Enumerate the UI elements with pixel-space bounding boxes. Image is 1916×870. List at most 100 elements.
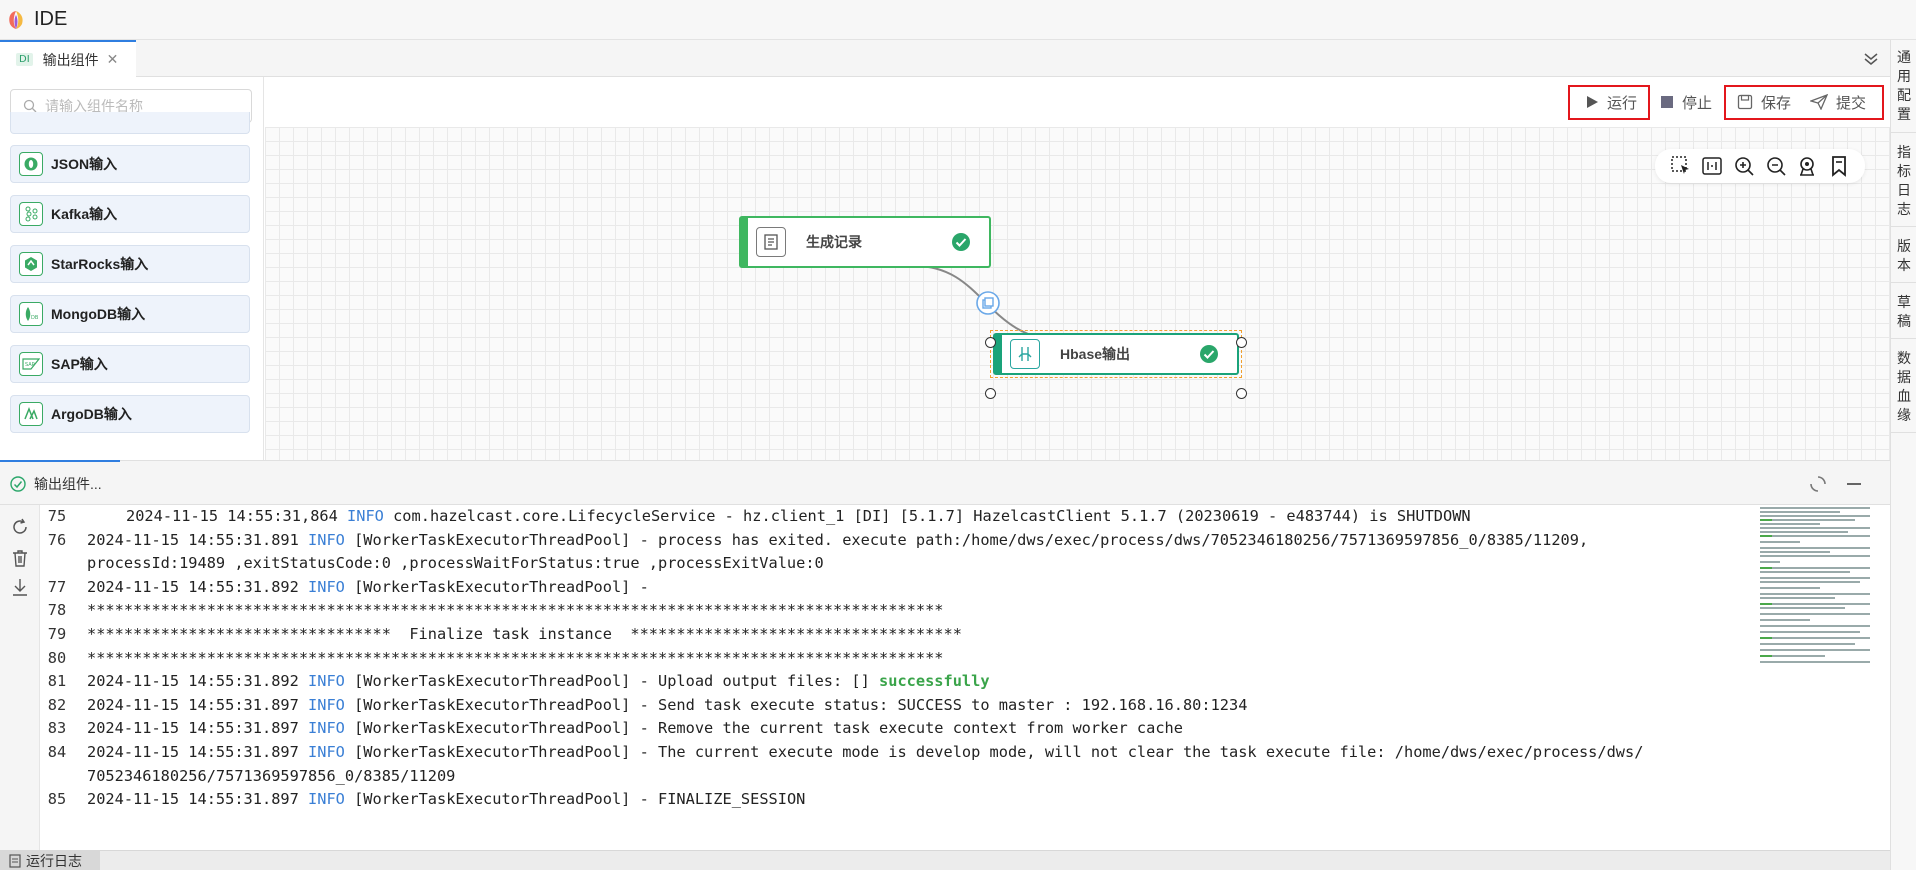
log-message: [WorkerTaskExecutorThreadPool] - Send ta…: [344, 695, 1248, 714]
flow-node-generate-records[interactable]: 生成记录: [739, 216, 991, 268]
send-icon: [1810, 94, 1828, 110]
log-line-text: 2024-11-15 14:55:31.892 INFO [WorkerTask…: [87, 672, 990, 690]
json-icon: [19, 152, 43, 176]
log-message: com.hazelcast.core.LifecycleService - hz…: [383, 507, 1471, 525]
check-circle-icon: [1200, 345, 1218, 363]
list-item[interactable]: SAP SAP输入: [10, 345, 250, 383]
tab-close-icon[interactable]: ✕: [106, 51, 119, 67]
log-line-number: 82: [47, 695, 67, 714]
check-circle-outline-icon: [10, 476, 26, 492]
rightbar-general-config[interactable]: 通用配置: [1891, 44, 1916, 133]
highlight-box-save-submit: [1724, 85, 1884, 120]
document-icon: [756, 227, 786, 257]
log-banner: ****************************************…: [87, 648, 944, 667]
component-label: ArgoDB输入: [51, 406, 132, 422]
resize-handle-bottom-left[interactable]: [985, 388, 996, 399]
svg-text:DB: DB: [31, 315, 39, 321]
list-item[interactable]: DB MongoDB输入: [10, 295, 250, 333]
log-level: INFO: [308, 672, 345, 691]
rightbar-version[interactable]: 版本: [1891, 233, 1916, 283]
locate-icon[interactable]: [1796, 155, 1818, 177]
resize-handle-top-right[interactable]: [1236, 337, 1247, 348]
kafka-icon: [19, 202, 43, 226]
title-bar: IDE: [0, 0, 1916, 40]
highlight-box-run: [1568, 85, 1650, 120]
search-icon: [23, 99, 37, 113]
rightbar-data-lineage[interactable]: 数据血缘: [1891, 345, 1916, 433]
canvas-tools: [1655, 149, 1865, 183]
component-label: SAP输入: [51, 356, 108, 372]
refresh-icon[interactable]: [10, 517, 30, 537]
minimize-icon[interactable]: [1844, 474, 1864, 494]
code-minimap[interactable]: [1760, 505, 1875, 695]
stop-button[interactable]: 停止: [1660, 85, 1712, 119]
log-timestamp: 2024-11-15 14:55:31.892: [87, 577, 299, 596]
submit-label: 提交: [1836, 94, 1867, 112]
log-message: [WorkerTaskExecutorThreadPool] - FINALIZ…: [344, 790, 806, 809]
flow-node-hbase-output[interactable]: Hbase输出: [993, 333, 1239, 375]
log-level: INFO: [308, 530, 345, 549]
log-message: [WorkerTaskExecutorThreadPool] -: [344, 577, 649, 596]
log-line-number: 85: [47, 790, 67, 809]
zoom-in-icon[interactable]: [1733, 155, 1755, 177]
resize-handle-top-left[interactable]: [985, 337, 996, 348]
log-line-text: 2024-11-15 14:55:31.892 INFO [WorkerTask…: [87, 578, 649, 596]
edge-connector[interactable]: [265, 127, 1890, 460]
log-line-text: 2024-11-15 14:55:31.897 INFO [WorkerTask…: [87, 743, 1643, 761]
node-label: Hbase输出: [1060, 346, 1131, 362]
log-level: INFO: [347, 507, 384, 525]
run-button[interactable]: 运行: [1585, 85, 1637, 119]
tab-output-component[interactable]: DI 输出组件 ✕: [0, 40, 136, 77]
download-icon[interactable]: [10, 577, 30, 597]
save-button[interactable]: 保存: [1737, 85, 1791, 119]
log-line-continuation: 7052346180256/7571369597856_0/8385/11209: [87, 766, 456, 785]
mongodb-icon: DB: [19, 302, 43, 326]
list-item[interactable]: StarRocks输入: [10, 245, 250, 283]
log-message: [WorkerTaskExecutorThreadPool] - The cur…: [344, 743, 1644, 761]
log-level: INFO: [308, 790, 345, 809]
node-selection-box: [990, 330, 1242, 378]
log-level: INFO: [308, 695, 345, 714]
list-item[interactable]: ArgoDB输入: [10, 395, 250, 433]
list-item[interactable]: JSON输入: [10, 145, 250, 183]
log-line-number: 76: [47, 530, 67, 549]
log-timestamp: 2024-11-15 14:55:31.897: [87, 743, 299, 761]
di-badge: DI: [16, 53, 33, 66]
search-input[interactable]: [45, 98, 235, 114]
log-line-text: 2024-11-15 14:55:31.897 INFO [WorkerTask…: [87, 696, 1247, 714]
rightbar-draft[interactable]: 草稿: [1891, 289, 1916, 339]
zoom-out-icon[interactable]: [1765, 155, 1787, 177]
log-line-number: 84: [47, 743, 67, 761]
submit-button[interactable]: 提交: [1810, 85, 1866, 119]
starrocks-icon: [19, 252, 43, 276]
list-item-partial[interactable]: [10, 112, 250, 134]
log-actions: [0, 505, 40, 850]
log-line-text: 2024-11-15 14:55:31.897 INFO [WorkerTask…: [87, 719, 1183, 737]
list-item[interactable]: Kafka输入: [10, 195, 250, 233]
log-tab-indicator: [0, 460, 120, 462]
log-line-text: ********************************* Finali…: [87, 625, 962, 643]
rightbar-metric-log[interactable]: 指标日志: [1891, 139, 1916, 227]
log-line-text: 2024-11-15 14:55:31.891 INFO [WorkerTask…: [87, 531, 1588, 549]
editor-tab-bar: DI 输出组件 ✕: [0, 40, 1890, 77]
log-tab-label: 输出组件...: [34, 476, 102, 492]
right-side-panel: 通用配置 指标日志 版本 草稿 数据血缘: [1890, 40, 1916, 870]
bookmark-icon[interactable]: [1828, 155, 1850, 177]
run-label: 运行: [1607, 94, 1638, 112]
check-circle-icon: [952, 233, 970, 251]
trash-icon[interactable]: [10, 548, 30, 568]
box-select-icon[interactable]: [1670, 155, 1692, 177]
edge-copy-icon[interactable]: [976, 291, 1000, 315]
log-level: INFO: [308, 743, 345, 761]
sap-icon: SAP: [19, 352, 43, 376]
flow-canvas[interactable]: 生成记录 Hbase输出: [265, 127, 1890, 460]
log-level: INFO: [308, 577, 345, 596]
node-label: 生成记录: [806, 234, 862, 250]
fit-view-icon[interactable]: [1701, 155, 1723, 177]
resize-handle-bottom-right[interactable]: [1236, 388, 1247, 399]
log-tab[interactable]: 输出组件...: [10, 474, 102, 494]
double-chevron-down-icon[interactable]: [1862, 50, 1880, 68]
run-log-tab[interactable]: 运行日志: [0, 851, 100, 870]
loading-icon[interactable]: [1808, 474, 1828, 494]
